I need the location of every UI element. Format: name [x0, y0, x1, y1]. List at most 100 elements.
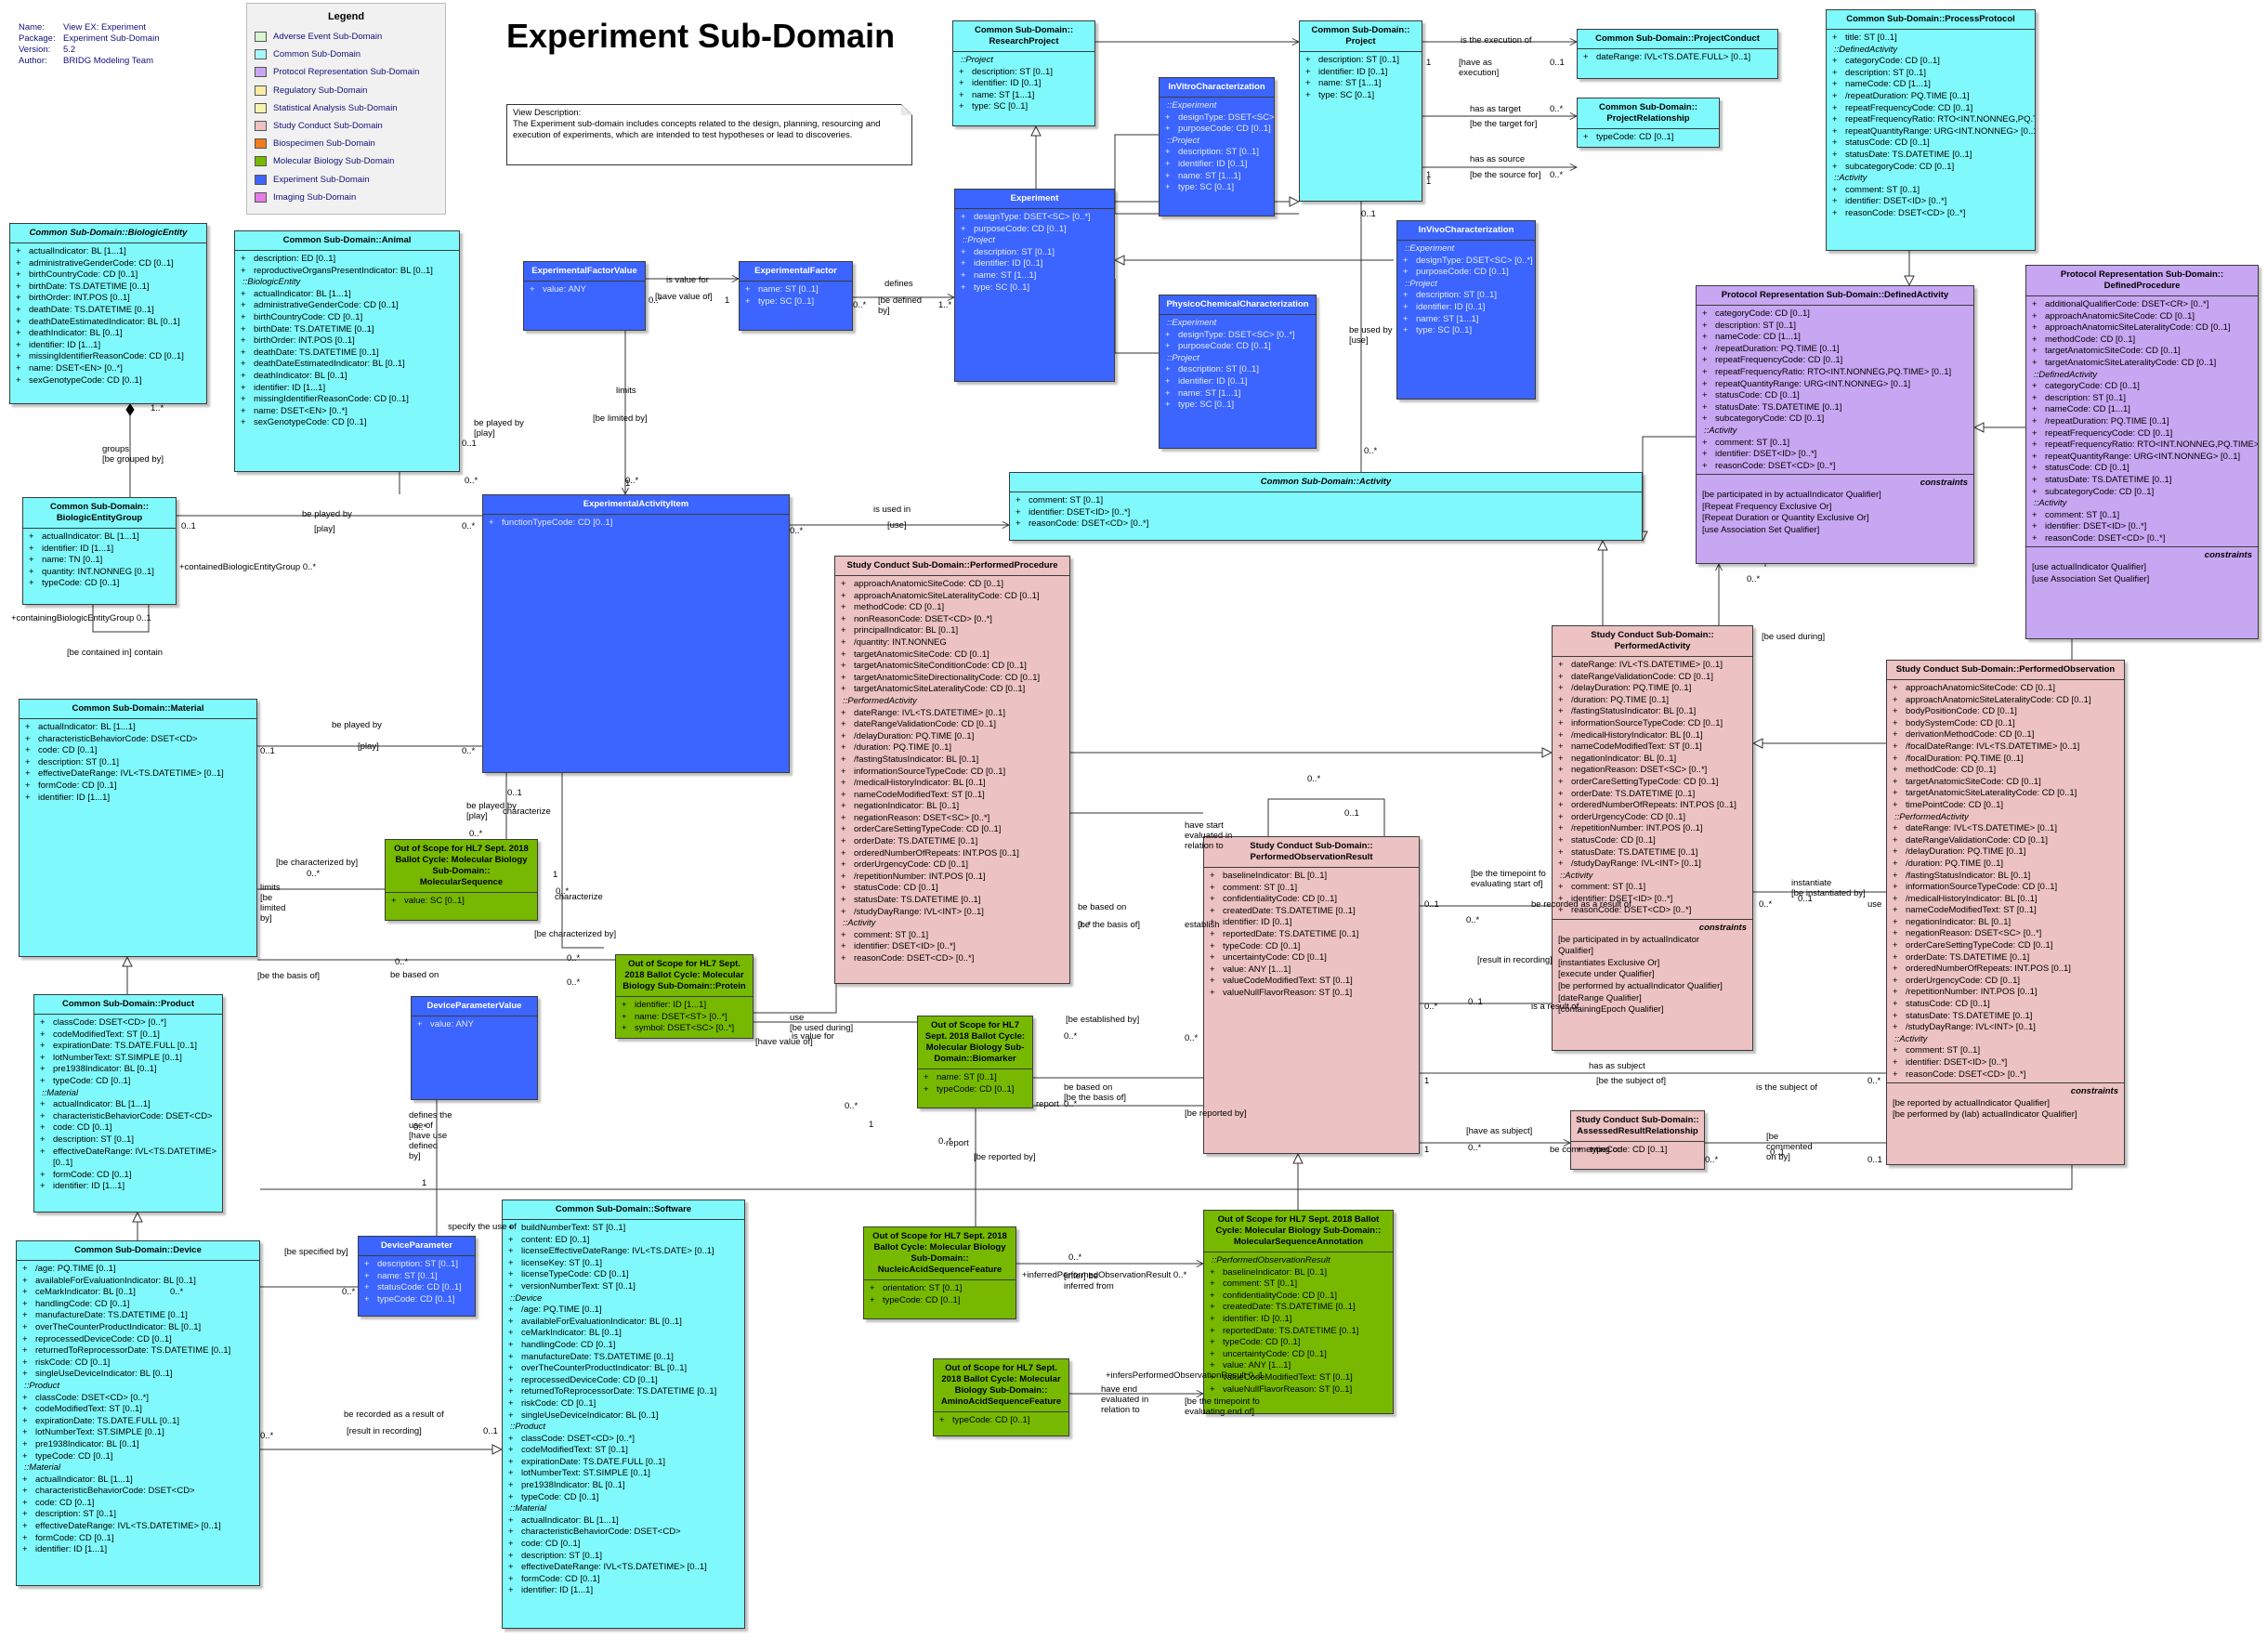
class-box-projectrelationship[interactable]: Common Sub-Domain:: ProjectRelationshipt… — [1577, 98, 1720, 148]
class-box-physchem[interactable]: PhysicoChemicalCharacterization::Experim… — [1159, 295, 1317, 449]
attribute: statusDate: TS.DATETIME [0..1] — [1558, 847, 1747, 859]
class-box-performedprocedure[interactable]: Study Conduct Sub-Domain::PerformedProce… — [834, 556, 1070, 984]
association-label: 0..* — [853, 300, 867, 310]
class-box-expactivityitem[interactable]: ExperimentalActivityItemfunctionTypeCode… — [482, 494, 790, 773]
attribute: orderedNumberOfRepeats: INT.POS [0..1] — [1893, 964, 2118, 976]
class-box-performedobservation[interactable]: Study Conduct Sub-Domain::PerformedObser… — [1886, 660, 2125, 1165]
class-box-aminoacid[interactable]: Out of Scope for HL7 Sept. 2018 Ballot C… — [933, 1358, 1069, 1436]
legend-swatch — [255, 138, 267, 150]
class-box-project[interactable]: Common Sub-Domain:: Projectdescription: … — [1299, 20, 1422, 202]
class-box-projectconduct[interactable]: Common Sub-Domain::ProjectConductdateRan… — [1577, 29, 1778, 79]
attribute: dateRange: IVL<TS.DATETIME> [0..1] — [841, 708, 1064, 720]
class-box-material[interactable]: Common Sub-Domain::MaterialactualIndicat… — [19, 699, 257, 957]
inherited-group-label: ::Device — [510, 1292, 543, 1304]
class-box-activity[interactable]: Common Sub-Domain::Activitycomment: ST [… — [1009, 472, 1643, 541]
inherited-group-label: ::Project — [1167, 135, 1199, 146]
association-label: be used by [use] — [1349, 325, 1393, 346]
attribute: purposeCode: CD [0..1] — [1165, 124, 1271, 136]
class-attributes: additionalQualifierCode: DSET<CR> [0..*]… — [2026, 296, 2258, 546]
attribute: /duration: PQ.TIME [0..1] — [841, 742, 1064, 754]
association-label: 0..* — [462, 521, 476, 531]
association-label: 0..* — [1747, 574, 1761, 584]
class-box-researchproject[interactable]: Common Sub-Domain:: ResearchProject::Pro… — [952, 20, 1095, 126]
class-title: Common Sub-Domain:: BiologicEntityGroup — [23, 498, 176, 529]
association-label: is value for — [666, 275, 709, 285]
attribute: typeCode: CD [0..1] — [508, 1492, 739, 1504]
class-box-biomarker[interactable]: Out of Scope for HL7 Sept. 2018 Ballot C… — [917, 1016, 1033, 1108]
attribute: nameCodeModifiedText: ST [0..1] — [1893, 905, 2118, 917]
association-label: 0..1 — [1424, 899, 1439, 910]
class-box-protein[interactable]: Out of Scope for HL7 Sept. 2018 Ballot C… — [615, 954, 753, 1039]
attribute: description: ST [0..1] — [40, 1134, 216, 1147]
class-title: Common Sub-Domain:: ProjectRelationship — [1578, 98, 1719, 129]
attribute: comment: ST [0..1] — [2032, 510, 2252, 522]
attribute: name: DSET<EN> [0..*] — [16, 363, 201, 375]
class-box-animal[interactable]: Common Sub-Domain::Animaldescription: ED… — [234, 230, 460, 472]
class-box-expfactor[interactable]: ExperimentalFactorname: ST [0..1]type: S… — [739, 261, 853, 331]
class-box-deviceparameter[interactable]: DeviceParameterdescription: ST [0..1]nam… — [358, 1236, 476, 1317]
class-box-molseq[interactable]: Out of Scope for HL7 Sept. 2018 Ballot C… — [385, 839, 538, 921]
association-label: [result in recording] — [347, 1426, 422, 1436]
association-label: is a result of — [1531, 1002, 1579, 1012]
class-box-invitro[interactable]: InVitroCharacterization::Experimentdesig… — [1159, 77, 1275, 216]
class-box-biologicentity[interactable]: Common Sub-Domain::BiologicEntityactualI… — [9, 223, 207, 404]
class-box-deviceparametervalue[interactable]: DeviceParameterValuevalue: ANY — [411, 996, 538, 1100]
class-box-assessedresultrel[interactable]: Study Conduct Sub-Domain:: AssessedResul… — [1570, 1110, 1705, 1170]
attribute: value: ANY — [530, 284, 639, 296]
class-box-nucleicacid[interactable]: Out of Scope for HL7 Sept. 2018 Ballot C… — [863, 1226, 1016, 1319]
class-attributes: orientation: ST [0..1]typeCode: CD [0..1… — [864, 1280, 1016, 1308]
class-box-invivo[interactable]: InVivoCharacterization::Experimentdesign… — [1396, 220, 1536, 400]
attribute: purposeCode: CD [0..1] — [1165, 341, 1310, 353]
attribute: /repetitionNumber: INT.POS [0..1] — [1893, 987, 2118, 999]
class-box-performedobsresult[interactable]: Study Conduct Sub-Domain:: PerformedObse… — [1203, 836, 1420, 1154]
class-title: Common Sub-Domain::ProcessProtocol — [1827, 10, 2035, 30]
association-label: has as source — [1470, 154, 1526, 164]
attribute: /age: PQ.TIME [0..1] — [508, 1305, 739, 1317]
legend-item: Regulatory Sub-Domain — [247, 82, 445, 99]
attribute: identifier: ID [0..1] — [1165, 376, 1310, 388]
inherited-group-label: ::Activity — [1834, 173, 1867, 184]
class-attributes: classCode: DSET<CD> [0..*]codeModifiedTe… — [34, 1015, 222, 1195]
attribute: codeModifiedText: ST [0..1] — [40, 1029, 216, 1042]
class-box-product[interactable]: Common Sub-Domain::ProductclassCode: DSE… — [33, 994, 223, 1213]
attribute: type: SC [0..1] — [1165, 400, 1310, 412]
attribute: actualIndicator: BL [1...1] — [16, 246, 201, 258]
inherited-group-label: ::Project — [1167, 352, 1199, 363]
class-box-molseqann[interactable]: Out of Scope for HL7 Sept. 2018 Ballot C… — [1203, 1210, 1394, 1414]
association-label: [be the source for] — [1470, 170, 1541, 180]
class-box-experiment[interactable]: ExperimentdesignType: DSET<SC> [0..*]pur… — [954, 189, 1115, 382]
attribute: description: ST [0..1] — [1702, 321, 1968, 333]
attribute: /studyDayRange: IVL<INT> [0..1] — [1893, 1022, 2118, 1034]
class-box-expfactorvalue[interactable]: ExperimentalFactorValue value: ANY — [523, 261, 646, 331]
attribute: actualIndicator: BL [1...1] — [241, 289, 453, 301]
class-attributes: baselineIndicator: BL [0..1]comment: ST … — [1204, 868, 1419, 1002]
association-label: [be used during] — [1762, 632, 1826, 642]
association-label: instantiate [be instantiated by] — [1791, 878, 1866, 898]
association-label: [have value of] — [755, 1037, 813, 1047]
class-box-software[interactable]: Common Sub-Domain::SoftwarebuildNumberTe… — [502, 1200, 745, 1629]
class-box-biologicentitygroup[interactable]: Common Sub-Domain:: BiologicEntityGroupa… — [22, 497, 177, 605]
legend-label: Experiment Sub-Domain — [273, 174, 370, 185]
attribute: identifier: DSET<ID> [0..*] — [2032, 521, 2252, 533]
association-label: [be the timepoint fo evaluating start of… — [1471, 869, 1546, 889]
class-box-device[interactable]: Common Sub-Domain::Device/age: PQ.TIME [… — [16, 1240, 260, 1586]
class-box-processprotocol[interactable]: Common Sub-Domain::ProcessProtocoltitle:… — [1826, 9, 2036, 251]
legend-swatch — [255, 102, 267, 113]
class-box-performedactivity[interactable]: Study Conduct Sub-Domain:: PerformedActi… — [1552, 625, 1753, 1051]
meta-key: Package: — [19, 33, 56, 44]
attribute: code: CD [0..1] — [508, 1539, 739, 1551]
class-title: ExperimentalFactorValue — [524, 262, 645, 282]
attribute: typeCode: CD [0..1] — [870, 1295, 1010, 1307]
meta-row: Version:5.2 — [19, 45, 160, 56]
association-label: defines the use of [have use defined by] — [409, 1110, 452, 1161]
attribute: orderDate: TS.DATETIME [0..1] — [1558, 789, 1747, 801]
class-box-prdefinedactivity[interactable]: Protocol Representation Sub-Domain::Defi… — [1696, 285, 1974, 564]
association-label: 0..* — [469, 829, 483, 839]
attribute: description: ST [0..1] — [959, 67, 1089, 79]
attribute: licenseEffectiveDateRange: IVL<TS.DATE> … — [508, 1246, 739, 1258]
attribute: description: ST [0..1] — [364, 1259, 469, 1271]
class-box-prdefinedprocedure[interactable]: Protocol Representation Sub-Domain:: Def… — [2025, 265, 2259, 639]
attribute: statusDate: TS.DATETIME [0..1] — [2032, 475, 2252, 487]
class-title: Common Sub-Domain::Product — [34, 995, 222, 1015]
class-title: Common Sub-Domain::Device — [17, 1241, 259, 1261]
